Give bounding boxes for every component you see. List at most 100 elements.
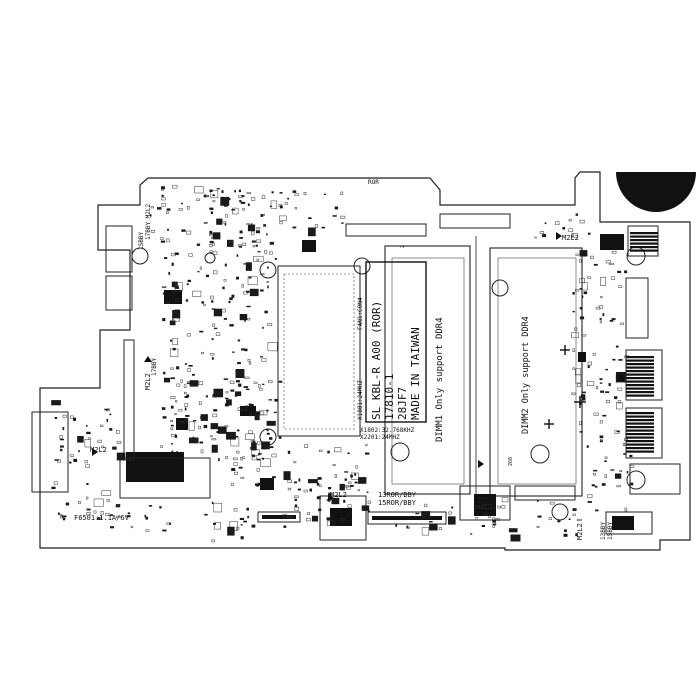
smd-component <box>251 524 256 528</box>
smd-component <box>339 483 345 491</box>
smd-component <box>615 373 626 384</box>
smd-component <box>572 233 578 238</box>
smd-component <box>605 368 608 371</box>
smd-component <box>581 334 587 337</box>
mount-hole <box>491 279 509 297</box>
smd-component <box>287 479 292 483</box>
smd-component <box>580 394 586 398</box>
smd-component <box>78 450 80 453</box>
smd-component <box>170 367 174 370</box>
smd-component <box>197 271 200 273</box>
smd-component <box>415 512 420 515</box>
smd-component <box>283 471 291 480</box>
smd-component <box>268 399 273 401</box>
smd-component <box>248 430 253 434</box>
smd-component <box>255 230 260 234</box>
smd-component <box>240 476 245 479</box>
smd-component <box>581 397 586 401</box>
smd-component <box>172 184 178 189</box>
smd-component <box>241 195 245 197</box>
smd-component <box>180 457 184 459</box>
coil-segment <box>626 384 654 387</box>
smd-component <box>51 400 61 406</box>
smd-component <box>172 291 176 294</box>
smd-component <box>93 510 97 514</box>
smd-component <box>160 237 164 240</box>
smd-component <box>307 512 311 516</box>
smd-component <box>200 351 204 355</box>
smd-component <box>294 498 298 501</box>
smd-component <box>86 512 91 516</box>
smd-component <box>583 291 588 295</box>
coil-segment <box>626 429 654 432</box>
smd-component <box>615 345 619 348</box>
smd-component <box>477 501 482 504</box>
smd-component <box>233 462 238 466</box>
smd-component <box>170 427 174 431</box>
smd-component <box>269 241 274 245</box>
smd-component <box>347 452 350 455</box>
smd-component <box>246 192 252 195</box>
smd-component <box>354 481 358 484</box>
smd-component <box>624 270 628 274</box>
smd-component <box>180 379 183 383</box>
smd-component <box>209 240 214 244</box>
connector-bottom-right-fill <box>612 516 634 530</box>
smd-component <box>212 200 216 203</box>
smd-component <box>254 411 260 421</box>
smd-component <box>162 416 167 419</box>
smd-component <box>245 433 255 440</box>
smd-component <box>287 487 292 491</box>
smd-component <box>612 358 616 361</box>
coil-segment <box>630 232 658 235</box>
smd-component <box>614 430 620 434</box>
smd-component <box>620 322 624 325</box>
smd-component <box>287 516 291 519</box>
smd-component <box>216 218 223 225</box>
smd-component <box>292 190 297 193</box>
cpu-outline <box>277 265 361 437</box>
smd-component <box>170 420 174 422</box>
coil-segment <box>626 380 654 383</box>
smd-component <box>235 369 245 378</box>
smd-component <box>261 441 270 450</box>
smd-component <box>263 224 267 227</box>
smd-component <box>242 208 245 211</box>
smd-component <box>571 332 579 339</box>
smd-component <box>579 431 583 433</box>
smd-component <box>617 400 621 404</box>
smd-component <box>557 520 561 523</box>
smd-component <box>199 330 204 333</box>
smd-component <box>577 383 581 387</box>
smd-component <box>278 380 283 383</box>
smd-component <box>283 525 287 528</box>
smd-component <box>572 508 577 511</box>
smd-component <box>210 353 215 356</box>
smd-component <box>604 456 608 459</box>
smd-component <box>349 485 354 487</box>
smd-component <box>237 407 243 411</box>
smd-component <box>57 459 62 463</box>
coil-segment <box>626 426 654 429</box>
smd-component <box>255 244 258 247</box>
label-bby-left-2: 15BBY <box>138 232 145 250</box>
smd-component <box>314 224 318 228</box>
mount-hole <box>626 470 646 490</box>
smd-component <box>334 206 339 210</box>
mount-hole <box>530 444 550 464</box>
label-13ror: 13ROR/BBY <box>378 491 417 499</box>
label-dimm2: DIMM2 Only support DDR4 <box>521 316 531 434</box>
smd-component <box>599 435 604 439</box>
smd-component <box>185 415 190 417</box>
smd-component <box>210 423 219 430</box>
smd-component <box>595 306 601 310</box>
smd-component <box>162 286 167 288</box>
smd-component <box>176 383 181 387</box>
smd-component <box>266 409 269 412</box>
smd-component <box>251 240 256 243</box>
smd-component <box>534 236 537 239</box>
smd-component <box>232 351 235 353</box>
smd-component <box>181 202 183 205</box>
smd-component <box>292 226 297 229</box>
smd-component <box>537 515 542 518</box>
